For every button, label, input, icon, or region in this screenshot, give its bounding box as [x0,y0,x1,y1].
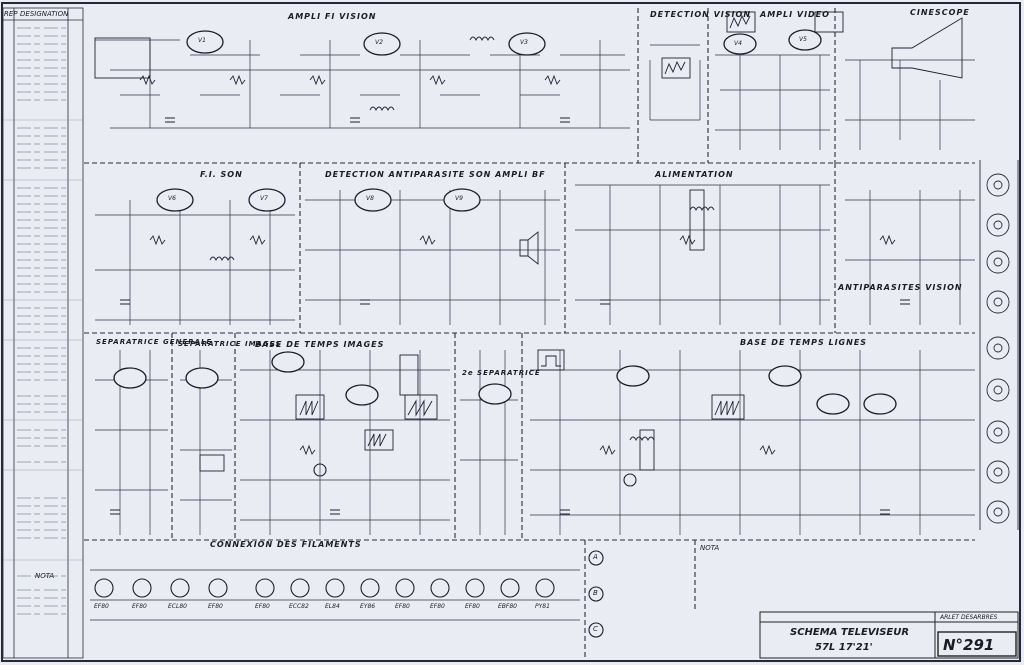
maker-name: ARLET DESARBRES [940,614,998,621]
table-header-designation: DESIGNATION [20,10,69,18]
nota-label: NOTA [700,544,720,552]
tube-label: V1 [198,37,206,44]
tube-label: V2 [375,39,383,46]
section-label-separatrice-2: 2e SEPARATRICE [462,369,541,377]
schema-title: SCHEMA TELEVISEUR [790,627,910,638]
section-label-fi-son: F.I. SON [200,170,243,179]
section-label-ampli-fi-vision: AMPLI FI VISION [288,12,377,21]
table-header-rep: REP [4,10,18,18]
section-dividers [84,8,975,658]
tube-label: V7 [260,195,268,202]
filament-tube-name: EBF80 [498,603,517,610]
tube-label: V5 [799,36,807,43]
vacuum-tubes [113,29,897,415]
filament-tube-name: EF80 [395,603,410,610]
tube-label: V6 [168,195,176,202]
section-label-detection-antiparasite: DETECTION ANTIPARASITE SON AMPLI BF [325,170,546,179]
filament-tube-name: ECC82 [289,603,309,610]
component-table [2,7,84,659]
section-label-base-temps-lignes: BASE DE TEMPS LIGNES [740,338,868,347]
title-block [759,611,1019,659]
section-label-base-temps-images: BASE DE TEMPS IMAGES [255,340,385,349]
section-label-connexion-filaments: CONNEXION DES FILAMENTS [210,540,362,549]
note-a-label: A [593,553,598,561]
filament-tube-name: EF80 [94,603,109,610]
filament-tube-name: PY81 [535,603,550,610]
filament-tube-name: ECL80 [168,603,187,610]
section-label-separatrice-images: SEPARATRICE IMAGES [178,340,282,348]
tube-bases-column [979,160,1019,530]
filament-tube-name: EL84 [325,603,340,610]
wiring [90,39,975,621]
model-number: 57L 17'21' [815,642,873,653]
tube-label: V8 [366,195,374,202]
section-label-antiparasites-vision: ANTIPARASITES VISION [838,283,963,292]
sheet-number: N°291 [943,636,995,654]
filament-tube-name: EY86 [360,603,376,610]
filament-symbols [94,578,555,598]
tube-label: V4 [734,40,742,47]
nota-label-left: NOTA [35,572,55,580]
note-b-label: B [593,589,598,597]
section-label-cinescope: CINESCOPE [910,8,970,17]
filament-tube-name: EF80 [465,603,480,610]
note-c-label: C [593,625,598,633]
filament-tube-name: EF80 [430,603,445,610]
filament-tube-name: EF80 [132,603,147,610]
section-label-detection-vision: DETECTION VISION [650,10,752,19]
tube-label: V3 [520,39,528,46]
filament-tube-name: EF80 [255,603,270,610]
note-markers [313,463,637,638]
section-label-ampli-video: AMPLI VIDEO [760,10,830,19]
section-label-separatrice-generale: SEPARATRICE GENERALE [96,338,213,346]
tube-label: V9 [455,195,463,202]
section-label-alimentation: ALIMENTATION [655,170,734,179]
components [94,11,963,515]
filament-tube-name: EF80 [208,603,223,610]
